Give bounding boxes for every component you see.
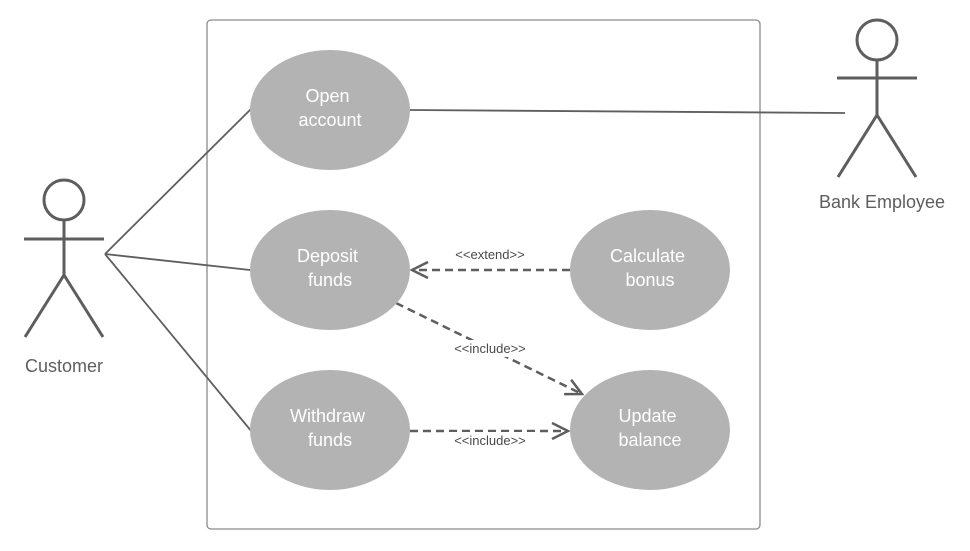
use-case-deposit-funds-shape — [250, 210, 410, 330]
use-case-deposit-funds-label: Deposit funds — [297, 246, 363, 290]
use-case-update-balance-line2: balance — [618, 430, 681, 450]
use-case-update-balance[interactable]: Update balance — [570, 370, 730, 490]
use-case-calculate-bonus-label: Calculate bonus — [610, 246, 690, 290]
actor-bank-employee-head-icon — [855, 18, 899, 62]
use-case-open-account[interactable]: Open account — [250, 50, 410, 170]
include-label-withdraw: <<include>> — [454, 433, 526, 448]
actor-customer[interactable] — [23, 178, 105, 338]
extend-label: <<extend>> — [455, 247, 524, 262]
include-label-backing — [445, 340, 535, 357]
assoc-employee-open-account — [409, 109, 846, 114]
actor-customer-name: Customer — [25, 356, 103, 376]
use-case-open-account-line2: account — [298, 110, 361, 130]
assoc-customer-withdraw-funds — [104, 253, 253, 433]
use-case-deposit-funds[interactable]: Deposit funds — [250, 210, 410, 330]
assoc-customer-deposit-funds — [104, 253, 251, 271]
actor-bank-employee-name: Bank Employee — [819, 192, 945, 212]
use-case-calculate-bonus-shape — [570, 210, 730, 330]
system-boundary — [206, 19, 761, 530]
use-case-withdraw-funds-label: Withdraw funds — [290, 406, 370, 450]
use-case-calculate-bonus[interactable]: Calculate bonus — [570, 210, 730, 330]
use-case-open-account-line1: Open — [305, 86, 349, 106]
use-case-open-account-shape — [250, 50, 410, 170]
relation-arrows — [395, 270, 582, 431]
use-case-deposit-funds-line2: funds — [308, 270, 352, 290]
include-label-backing-2 — [445, 432, 535, 448]
use-case-update-balance-label: Update balance — [618, 406, 681, 450]
use-case-withdraw-funds-shape — [250, 370, 410, 490]
actor-bank-employee-right-leg — [875, 114, 918, 178]
customer-associations — [104, 107, 253, 433]
use-case-calculate-bonus-line1: Calculate — [610, 246, 685, 266]
use-case-deposit-funds-line1: Deposit — [297, 246, 358, 266]
actor-bank-employee[interactable] — [836, 18, 918, 178]
assoc-customer-open-account — [104, 107, 253, 255]
use-case-withdraw-funds[interactable]: Withdraw funds — [250, 370, 410, 490]
use-case-calculate-bonus-line2: bonus — [625, 270, 674, 290]
use-case-withdraw-funds-line1: Withdraw — [290, 406, 366, 426]
actor-customer-right-leg — [62, 274, 105, 338]
use-case-update-balance-shape — [570, 370, 730, 490]
use-case-open-account-label: Open account — [298, 86, 361, 130]
use-case-update-balance-line1: Update — [618, 406, 676, 426]
include-label-deposit: <<include>> — [454, 341, 526, 356]
use-case-withdraw-funds-line2: funds — [308, 430, 352, 450]
actor-customer-left-leg — [23, 274, 66, 338]
actor-customer-head-icon — [42, 178, 86, 222]
include-arrow-deposit — [395, 301, 582, 394]
actor-bank-employee-left-leg — [836, 114, 879, 178]
